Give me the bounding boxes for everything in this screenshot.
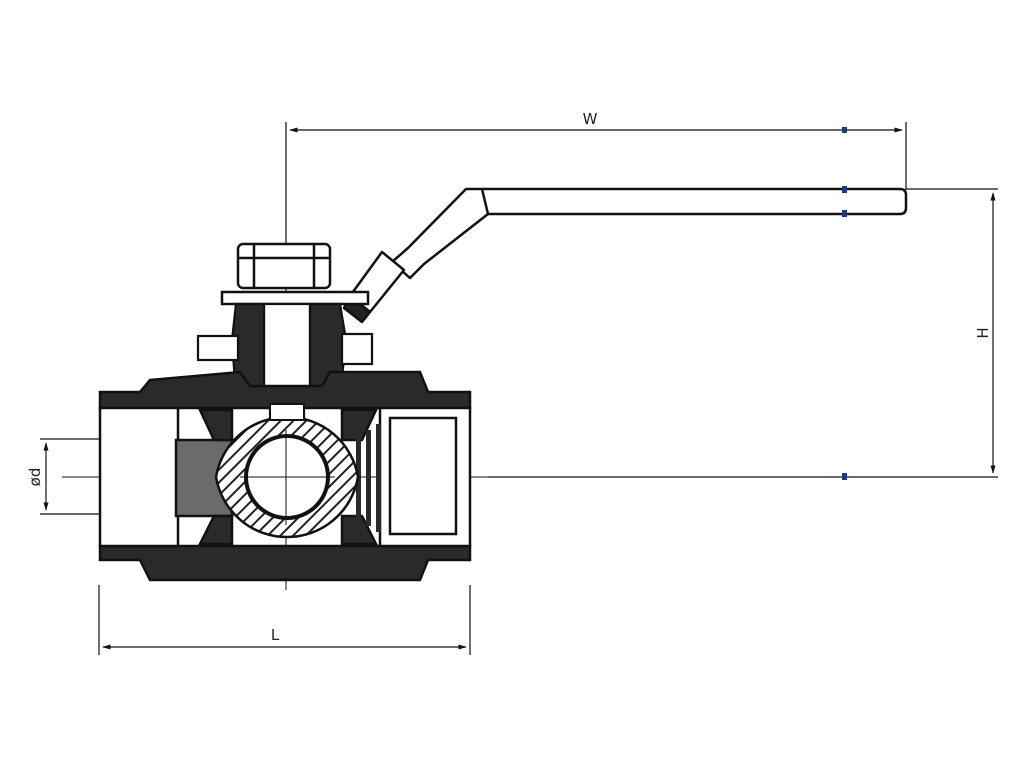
hex-nut [236,242,332,290]
lever-marker-top [842,186,847,193]
w-marker [842,127,847,133]
ball [214,403,360,539]
seat-ribs-right [356,424,381,532]
seat-lower-left [197,514,234,546]
dimension-h [488,188,998,480]
body-bottom-shell [98,544,472,582]
centerline-overlay [240,430,335,525]
l-label: L [271,626,280,644]
h-label: H [974,327,992,338]
lever-bend [390,187,490,280]
dimension-l [98,585,471,655]
lever-bar [480,187,908,216]
stop-pin-right [340,332,374,366]
lever-marker-bottom [842,210,847,217]
ball-slot [269,403,305,421]
seat-lower-right [340,514,379,546]
handle-lever [342,186,908,324]
stem-nut [220,242,370,306]
valve-body [98,370,472,582]
right-bore [388,416,458,536]
stop-pin-left [196,334,240,362]
stem [262,302,312,398]
d-label: ød [26,468,44,487]
h-marker [842,473,847,480]
left-end-cap [98,406,180,548]
body-top-shell [98,370,472,410]
stop-plate [220,290,370,306]
seat-upper-right [340,408,378,442]
seat-upper-left [198,408,234,442]
w-label: W [583,110,598,128]
